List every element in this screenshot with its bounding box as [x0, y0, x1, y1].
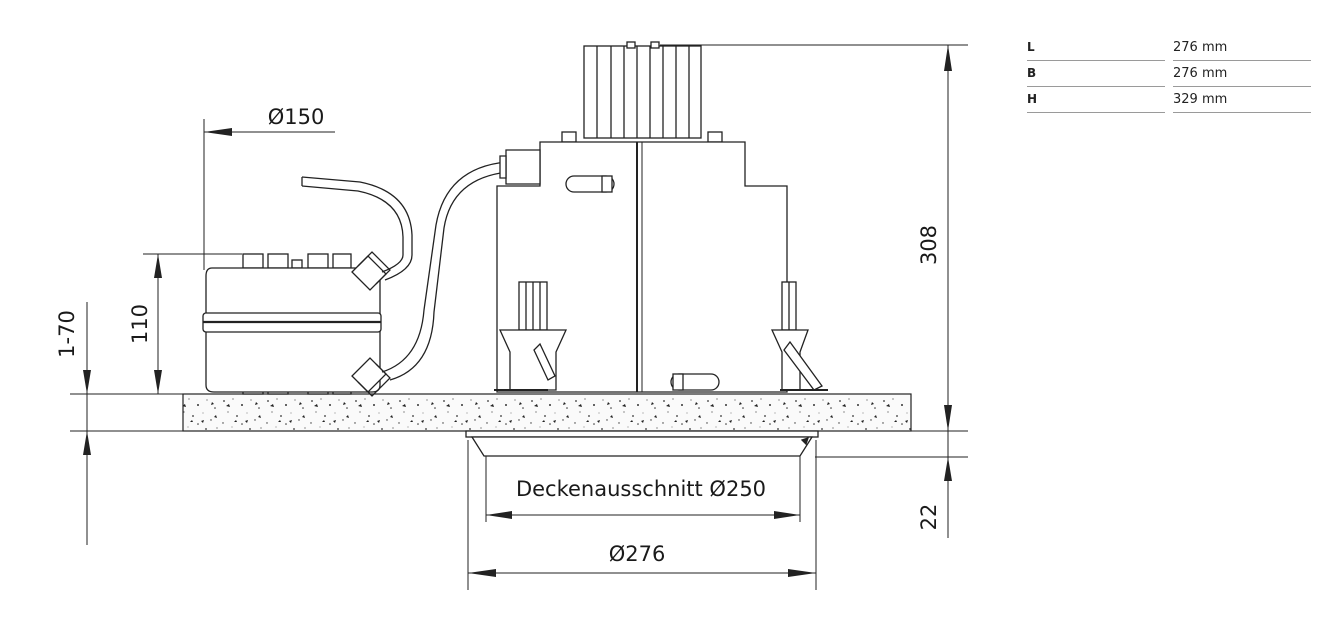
trim-ring — [465, 430, 819, 457]
ceiling-slab — [182, 393, 912, 432]
spec-label: B — [1027, 60, 1165, 87]
dim-ceiling-thickness: 1-70 — [55, 310, 79, 358]
spec-row: B 276 mm — [1027, 60, 1311, 87]
cables — [301, 161, 509, 381]
spec-value: 276 mm — [1173, 35, 1311, 61]
spec-table: L 276 mm B 276 mm H 329 mm — [1027, 35, 1311, 113]
dim-junction-box-height: 110 — [128, 304, 152, 344]
dim-trim-diameter: Ø276 — [609, 542, 666, 566]
luminaire-housing — [494, 41, 828, 393]
dim-trim-height: 22 — [917, 504, 941, 531]
dimension-arrows — [83, 45, 952, 577]
dim-housing-height: 308 — [917, 225, 941, 265]
dim-cutout: Deckenausschnitt Ø250 — [516, 477, 766, 501]
spec-label: L — [1027, 35, 1165, 61]
dim-junction-box-diameter: Ø150 — [268, 105, 325, 129]
spec-value: 329 mm — [1173, 86, 1311, 113]
junction-box — [202, 251, 391, 397]
spec-label: H — [1027, 86, 1165, 113]
spec-value: 276 mm — [1173, 60, 1311, 87]
spec-row: L 276 mm — [1027, 35, 1311, 61]
spec-row: H 329 mm — [1027, 86, 1311, 113]
